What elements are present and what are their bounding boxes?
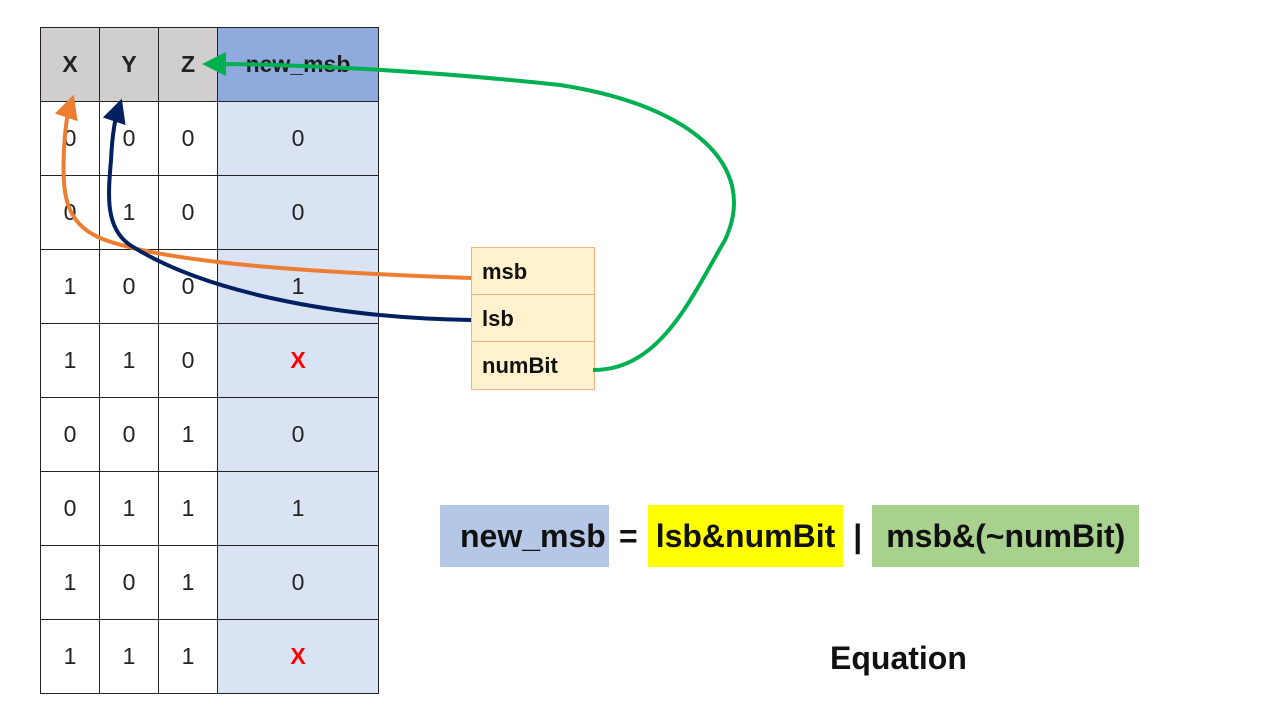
cell-x: 1 (40, 545, 100, 620)
cell-z: 1 (158, 397, 218, 472)
cell-new-msb: 1 (217, 471, 379, 546)
cell-new-msb: 0 (217, 397, 379, 472)
equation-term-lsb-numbit: lsb&numBit (647, 505, 844, 567)
cell-z: 0 (158, 323, 218, 398)
cell-y: 0 (99, 249, 159, 324)
cell-new-msb-dont-care: X (217, 619, 379, 694)
table-row: 1 1 0 X (40, 323, 379, 398)
table-row: 1 0 0 1 (40, 249, 379, 324)
cell-new-msb: 0 (217, 101, 379, 176)
cell-z: 1 (158, 471, 218, 546)
cell-z: 0 (158, 249, 218, 324)
cell-z: 1 (158, 545, 218, 620)
cell-y: 0 (99, 397, 159, 472)
cell-x: 0 (40, 101, 100, 176)
header-y: Y (99, 27, 159, 102)
cell-y: 1 (99, 471, 159, 546)
cell-x: 1 (40, 323, 100, 398)
cell-y: 0 (99, 101, 159, 176)
table-header-row: X Y Z new_msb (40, 27, 379, 102)
cell-y: 1 (99, 175, 159, 250)
field-msb: msb (472, 248, 594, 295)
cell-z: 1 (158, 619, 218, 694)
truth-table: X Y Z new_msb 0 0 0 0 0 1 0 0 1 0 0 1 1 … (40, 27, 379, 694)
cell-x: 1 (40, 249, 100, 324)
cell-x: 0 (40, 397, 100, 472)
header-z: Z (158, 27, 218, 102)
cell-new-msb: 1 (217, 249, 379, 324)
header-x: X (40, 27, 100, 102)
cell-y: 0 (99, 545, 159, 620)
cell-new-msb: 0 (217, 175, 379, 250)
variable-box: msb lsb numBit (471, 247, 595, 390)
table-row: 0 1 1 1 (40, 471, 379, 546)
table-row: 0 0 0 0 (40, 101, 379, 176)
field-lsb: lsb (472, 295, 594, 342)
table-row: 1 1 1 X (40, 619, 379, 694)
cell-x: 0 (40, 471, 100, 546)
equation-lhs: new_msb (440, 505, 609, 567)
table-row: 0 1 0 0 (40, 175, 379, 250)
cell-x: 0 (40, 175, 100, 250)
cell-z: 0 (158, 175, 218, 250)
cell-new-msb-dont-care: X (217, 323, 379, 398)
field-numbit: numBit (482, 353, 558, 378)
table-row: 0 0 1 0 (40, 397, 379, 472)
cell-new-msb: 0 (217, 545, 379, 620)
equation-term-msb-not-numbit: msb&(~numBit) (872, 505, 1140, 567)
equation-caption: Equation (830, 640, 967, 676)
equals-sign: = (619, 517, 638, 554)
or-operator: | (853, 517, 863, 554)
table-row: 1 0 1 0 (40, 545, 379, 620)
header-new-msb: new_msb (217, 27, 379, 102)
cell-z: 0 (158, 101, 218, 176)
cell-x: 1 (40, 619, 100, 694)
equation: new_msb = lsb&numBit | msb&(~numBit) (440, 505, 1140, 567)
cell-y: 1 (99, 323, 159, 398)
cell-y: 1 (99, 619, 159, 694)
